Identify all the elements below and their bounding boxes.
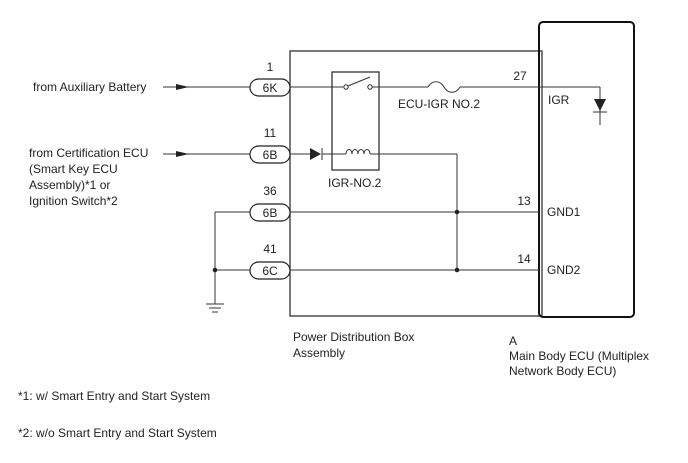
connector-6b-top (249, 145, 291, 164)
terminal-igr: IGR (548, 93, 570, 107)
source-cert-ecu-line4: Ignition Switch*2 (29, 194, 118, 208)
source-cert-ecu-line1: from Certification ECU (29, 146, 148, 160)
connector-6c-label: 6C (262, 264, 278, 278)
connector-6k-label: 6K (263, 81, 278, 95)
connector-6b-bottom (249, 203, 291, 222)
switch-contact-right (367, 84, 373, 90)
arrow-aux-battery-icon (176, 84, 189, 90)
ecu-caption-line1: Main Body ECU (Multiplex (509, 349, 649, 363)
power-distribution-box-outline (289, 50, 543, 317)
connector-6k (249, 78, 291, 97)
connector-6b-top-label: 6B (263, 148, 278, 162)
relay-coil-icon (345, 149, 371, 155)
ecu-caption-line2: Network Body ECU) (509, 364, 616, 378)
relay-diode-icon (310, 148, 321, 160)
pin-41: 41 (263, 242, 277, 256)
ecu-caption-letter: A (509, 334, 517, 348)
arrow-cert-ecu-icon (176, 151, 189, 157)
fuse-label: ECU-IGR NO.2 (398, 97, 480, 111)
switch-contact-left (343, 84, 349, 90)
ecu-diode-icon (594, 99, 606, 111)
junction-gnd2 (454, 267, 460, 273)
footnote-2: *2: w/o Smart Entry and Start System (18, 426, 217, 440)
pin-13: 13 (517, 194, 531, 208)
terminal-gnd2: GND2 (547, 263, 581, 277)
relay-label: IGR-NO.2 (328, 176, 382, 190)
relay-switch-blade (347, 76, 371, 87)
junction-ground-left (212, 267, 218, 273)
source-cert-ecu-line3: Assembly)*1 or (29, 178, 110, 192)
connector-6c (249, 261, 291, 280)
connector-6b-bottom-label: 6B (263, 206, 278, 220)
pin-14: 14 (517, 252, 531, 266)
pin-27: 27 (513, 69, 527, 83)
main-body-ecu-outline (538, 21, 635, 318)
relay-outline (331, 71, 380, 171)
fuse-icon (427, 81, 461, 93)
source-aux-battery: from Auxiliary Battery (33, 80, 146, 94)
pin-11: 11 (264, 126, 277, 140)
pin-36: 36 (263, 184, 277, 198)
footnote-1: *1: w/ Smart Entry and Start System (18, 389, 210, 403)
pdb-caption-line1: Power Distribution Box (293, 330, 414, 344)
pin-1: 1 (267, 60, 274, 74)
source-cert-ecu-line2: (Smart Key ECU (29, 162, 118, 176)
junction-gnd1 (454, 209, 460, 215)
terminal-gnd1: GND1 (547, 205, 581, 219)
pdb-caption-line2: Assembly (293, 346, 345, 360)
